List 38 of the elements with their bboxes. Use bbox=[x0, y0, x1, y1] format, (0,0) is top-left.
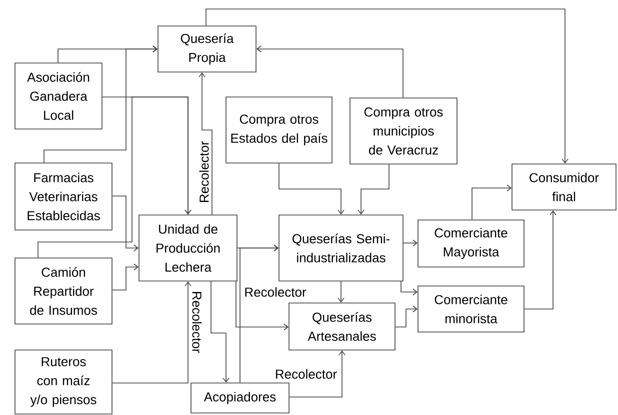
process-box: Acopiadores bbox=[190, 382, 290, 414]
arrow bbox=[472, 184, 512, 220]
arrow bbox=[338, 281, 344, 303]
process-box: Camión Repartidor de Insumos bbox=[14, 258, 112, 324]
arrow bbox=[112, 196, 139, 252]
arrow bbox=[236, 281, 289, 330]
edge-label: Recolector bbox=[198, 140, 210, 204]
process-box: Comerciante Mayorista bbox=[418, 220, 524, 268]
arrow bbox=[198, 72, 212, 215]
arrow bbox=[112, 264, 139, 290]
arrow bbox=[240, 244, 279, 383]
arrow bbox=[206, 8, 568, 164]
arrow bbox=[289, 350, 346, 398]
edge-label: Recolector bbox=[243, 286, 308, 298]
arrow bbox=[358, 164, 390, 215]
arrow bbox=[403, 240, 418, 246]
edge-label: Recolector bbox=[191, 290, 203, 354]
process-box: Comerciante minorista bbox=[418, 286, 524, 332]
arrow bbox=[112, 281, 192, 384]
arrow bbox=[38, 96, 192, 258]
arrow bbox=[524, 210, 556, 310]
process-box: Queserías Semi-industrializadas bbox=[278, 214, 404, 282]
arrow bbox=[44, 46, 158, 163]
process-box: Compra otros Estados del país bbox=[226, 96, 332, 164]
arrow bbox=[400, 281, 418, 296]
arrow bbox=[278, 163, 344, 215]
process-box: Farmacias Veterinarias Establecidas bbox=[14, 162, 112, 230]
arrow bbox=[210, 281, 230, 383]
process-box: Quesería Propia bbox=[158, 26, 256, 72]
process-box: Ruteros con maíz y/o piensos bbox=[14, 350, 112, 414]
process-box: Consumidor final bbox=[512, 164, 616, 210]
arrow bbox=[395, 306, 418, 328]
process-box: Queserías Artesanales bbox=[288, 302, 396, 350]
process-box: Compra otros municipios de Veracruz bbox=[350, 98, 458, 164]
arrow bbox=[256, 46, 404, 98]
process-box: Asociación Ganadera Local bbox=[14, 62, 102, 130]
process-box: Unidad de Producción Lechera bbox=[138, 214, 238, 282]
edge-label: Recolector bbox=[274, 368, 338, 380]
